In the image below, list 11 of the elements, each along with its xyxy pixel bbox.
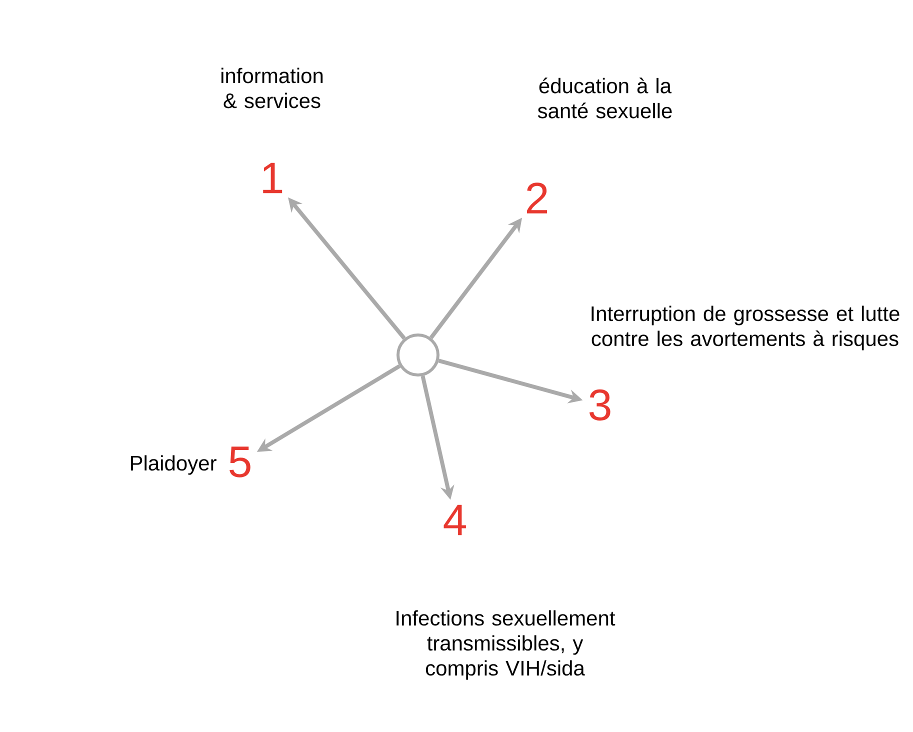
number-label: 4 <box>444 504 466 536</box>
number-label: 1 <box>263 162 282 194</box>
caption-text: éducation à la santé sexuelle <box>538 78 672 118</box>
caption-text: information & services <box>221 68 323 108</box>
number-label: 2 <box>526 182 548 214</box>
caption-text: Plaidoyer <box>130 455 216 475</box>
caption-text: Infections sexuellement transmissibles, y compris VIH/sida <box>396 610 616 680</box>
number-label: 5 <box>230 446 250 478</box>
hub-circle <box>396 334 440 376</box>
caption-text: Interruption de grossesse et lutte contre les avortements à risques <box>592 306 900 350</box>
number-label: 3 <box>589 389 610 421</box>
